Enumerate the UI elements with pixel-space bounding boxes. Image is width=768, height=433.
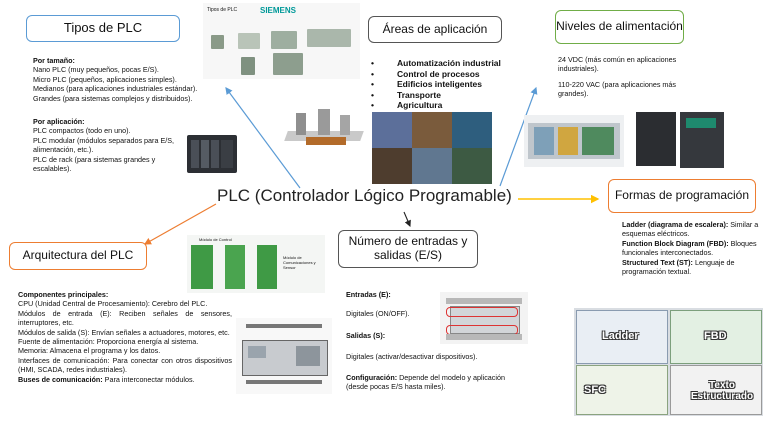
- sfc-label: SFC: [584, 384, 606, 396]
- numero-title-box: Número de entradas y salidas (E/S): [338, 230, 478, 268]
- ladder-label: Ladder: [602, 330, 639, 342]
- areas-image: [372, 112, 492, 184]
- modular-plc-image: [187, 135, 237, 173]
- arrow-to-arquitectura: [143, 203, 217, 245]
- robot-line-image: [282, 97, 364, 155]
- plc-power-image: [634, 108, 726, 172]
- siemens-logo: SIEMENS: [260, 6, 297, 15]
- tipos-size-item: Medianos (para aplicaciones industriales…: [33, 84, 198, 94]
- plc-modules-image: Módulo de Control Módulo de Comunicacion…: [187, 235, 325, 293]
- st-label: Texto Estructurado: [690, 380, 754, 402]
- tipos-app-list: Por aplicación: PLC compactos (todo en u…: [33, 117, 183, 173]
- areas-title-box: Áreas de aplicación: [368, 16, 502, 43]
- formas-item-text: Lenguaje de programación textual.: [622, 257, 735, 277]
- tipos-app-item: PLC modular (módulos separados para E/S,…: [33, 135, 175, 155]
- arquitectura-item-text: Almacena el programa y los datos.: [47, 346, 161, 356]
- arquitectura-list: Componentes principales: CPU (Unidad Cen…: [18, 290, 232, 384]
- areas-item: Edificios inteligentes: [371, 79, 521, 90]
- arquitectura-heading: Componentes principales:: [18, 290, 109, 299]
- power-supply-image: [524, 115, 624, 167]
- areas-item: Agricultura: [371, 100, 521, 111]
- arquitectura-title-box: Arquitectura del PLC: [9, 242, 147, 270]
- arquitectura-item-text: Envían señales a actuadores, motores, et…: [89, 327, 230, 337]
- tipos-size-item: Grandes (para sistemas complejos y distr…: [33, 93, 193, 103]
- numero-entradas-text: Digitales (ON/OFF).: [346, 309, 410, 318]
- numero-salidas-label: Salidas (S):: [346, 331, 385, 340]
- areas-item: Automatización industrial: [371, 58, 521, 69]
- tipos-app-item: PLC de rack (para sistemas grandes y esc…: [33, 154, 156, 174]
- numero-config-text: Depende del modelo y aplicación (desde p…: [346, 373, 505, 392]
- formas-title: Formas de programación: [614, 188, 750, 203]
- arquitectura-title: Arquitectura del PLC: [22, 248, 134, 263]
- niveles-title-box: Niveles de alimentación: [555, 10, 684, 44]
- arquitectura-item-label: Módulos de salida (S):: [18, 327, 90, 337]
- tipos-size-heading: Por tamaño:: [33, 56, 75, 65]
- arquitectura-item-text: Para conectar con otros dispositivos (HM…: [18, 355, 232, 375]
- arquitectura-item-label: Buses de comunicación:: [18, 374, 103, 384]
- tipos-title-box: Tipos de PLC: [26, 15, 180, 42]
- tipos-size-item: Nano PLC (muy pequeños, pocas E/S).: [33, 65, 159, 75]
- numero-entradas-heading: Entradas (E):: [346, 290, 391, 299]
- tipos-size-list: Por tamaño: Nano PLC (muy pequeños, poca…: [33, 56, 223, 103]
- numero-salidas-text: Digitales (activar/desactivar dispositiv…: [346, 352, 478, 361]
- formas-item-text: Similar a esquemas eléctricos.: [622, 220, 759, 239]
- niveles-list: 24 VDC (más común en aplicaciones indust…: [558, 55, 708, 99]
- areas-title: Áreas de aplicación: [382, 21, 488, 36]
- niveles-item: 24 VDC (más común en aplicaciones indust…: [558, 55, 677, 74]
- arquitectura-item-text: Proporciona energía al sistema.: [94, 337, 199, 347]
- arquitectura-item-label: Interfaces de comunicación:: [18, 355, 110, 365]
- formas-item-text: Bloques funcionales interconectados.: [622, 238, 757, 258]
- numero-entradas-label: Entradas (E):: [346, 290, 391, 299]
- center-title: PLC (Controlador Lógico Programable): [217, 186, 512, 205]
- arquitectura-item-text: Cerebro del PLC.: [149, 299, 208, 309]
- tipos-app-heading: Por aplicación:: [33, 117, 85, 126]
- formas-item-label: Function Block Diagram (FBD):: [622, 238, 729, 248]
- numero-config-label: Configuración:: [346, 373, 398, 382]
- formas-item-label: Structured Text (ST):: [622, 257, 693, 267]
- tipos-size-item: Micro PLC (pequeños, aplicaciones simple…: [33, 74, 177, 84]
- arquitectura-item-label: Memoria:: [18, 346, 48, 356]
- arrow-to-numero: [403, 211, 411, 228]
- areas-item: Control de procesos: [371, 69, 521, 80]
- arquitectura-item-text: Reciben señales de sensores, interruptor…: [18, 308, 232, 328]
- tipos-title: Tipos de PLC: [63, 20, 143, 36]
- areas-list: Automatización industrial Control de pro…: [371, 58, 521, 111]
- tipos-app-item: PLC compactos (todo en uno).: [33, 126, 131, 136]
- fbd-label: FBD: [704, 330, 727, 342]
- io-plc-image: [440, 292, 528, 344]
- comm-module-label: Módulo de Comunicaciones y Sensor: [283, 255, 316, 270]
- areas-item: Transporte: [371, 90, 521, 101]
- niveles-title: Niveles de alimentación: [556, 19, 683, 34]
- niveles-item: 110-220 VAC (para aplicaciones más grand…: [558, 79, 676, 99]
- programming-languages-image: Ladder FBD SFC Texto Estructurado: [574, 308, 763, 416]
- arquitectura-item-label: Módulos de entrada (E):: [18, 308, 112, 318]
- tipos-image-heading: Tipos de PLC: [207, 7, 238, 13]
- formas-item-label: Ladder (diagrama de escalera):: [622, 220, 729, 229]
- arrow-to-tipos: [225, 87, 301, 189]
- arquitectura-item-text: Para interconectar módulos.: [102, 374, 195, 384]
- numero-title: Número de entradas y salidas (E/S): [348, 234, 468, 262]
- tipos-image: Tipos de PLC SIEMENS: [203, 3, 360, 79]
- numero-config: Configuración: Depende del modelo y apli…: [346, 373, 514, 392]
- formas-list: Ladder (diagrama de escalera): Similar a…: [622, 220, 766, 276]
- arquitectura-item-label: CPU (Unidad Central de Procesamiento):: [18, 299, 150, 309]
- plc-diagram-image: [236, 318, 332, 394]
- numero-salidas-heading: Salidas (S):: [346, 331, 386, 340]
- formas-title-box: Formas de programación: [608, 179, 756, 213]
- arrow-to-niveles: [499, 86, 538, 187]
- module-label: Módulo de Control: [199, 237, 232, 242]
- arquitectura-item-label: Fuente de alimentación:: [18, 337, 95, 347]
